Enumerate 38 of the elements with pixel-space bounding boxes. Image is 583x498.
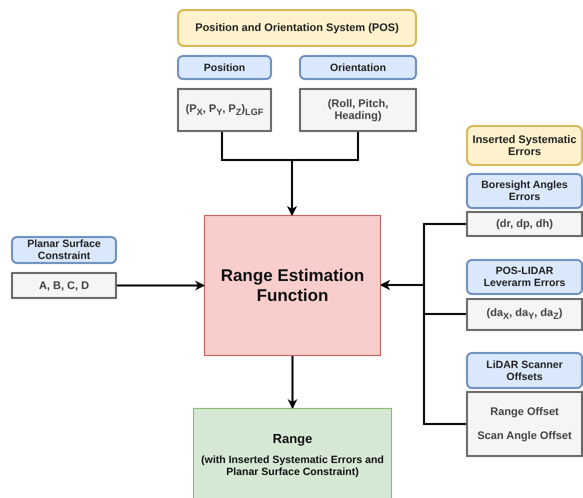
output-box: [193, 408, 392, 498]
parameter-box: [11, 272, 117, 299]
system-title-box: [177, 9, 417, 47]
parameter-box: [466, 298, 583, 331]
node-label: Position: [202, 62, 246, 74]
arrow: [288, 356, 298, 409]
arrow: [380, 280, 466, 425]
process-box: [204, 215, 381, 356]
node-label: Range Estimation Function: [220, 266, 366, 306]
group-title-box: [466, 125, 583, 166]
category-header: [466, 173, 583, 209]
node-label: Orientation: [328, 62, 387, 74]
node-label: (P$_{X}$, P$_{Y}$, P$_{Z}$)$_{LGF}$: [184, 102, 264, 118]
parameter-box: [299, 88, 417, 132]
node-label: (da$_{X}$, da$_{Y}$, da$_{Z}$): [486, 307, 564, 322]
node-label: Position and Orientation System (POS): [194, 22, 400, 34]
node-label: Inserted Systematic Errors: [472, 134, 578, 158]
node-label: Range Offset: [489, 406, 560, 418]
category-header: [299, 55, 417, 80]
node-label: POS-LIDAR Leverarm Errors: [482, 265, 566, 289]
node-label: Range: [272, 430, 314, 446]
parameter-box: [466, 211, 583, 237]
node-label: Boresight Angles Errors: [480, 179, 569, 203]
category-header: [466, 352, 583, 389]
node-label: LiDAR Scanner Offsets: [485, 358, 564, 382]
category-header: [11, 236, 117, 264]
arrow: [117, 280, 205, 290]
node-note: (with Inserted Systematic Errors and Planar Surface Constraint): [200, 454, 385, 478]
node-label: (dr, dp, dh): [495, 218, 554, 230]
arrow: [287, 132, 359, 216]
node-label: Planar Surface Constraint: [26, 238, 102, 262]
node-label: (Roll, Pitch, Heading): [326, 98, 390, 122]
parameter-box: [177, 88, 272, 132]
category-header: [466, 259, 583, 295]
parameter-box: [466, 391, 583, 457]
node-label: A, B, C, D: [38, 280, 90, 292]
category-header: [177, 55, 272, 80]
node-note: Scan Angle Offset: [476, 430, 573, 442]
